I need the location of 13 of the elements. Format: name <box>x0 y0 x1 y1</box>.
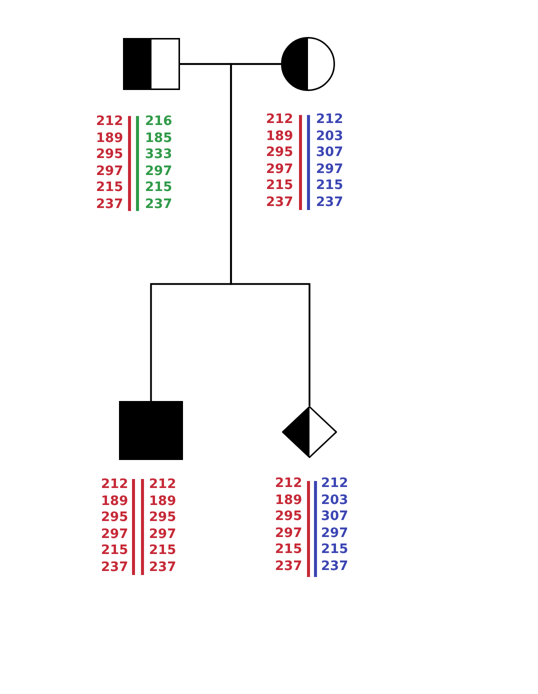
allele-column: 212 203 307 297 215 237 <box>316 112 344 211</box>
descent-line <box>230 63 310 406</box>
allele-column: 212 203 307 297 215 237 <box>321 476 348 575</box>
allele-column: 212 189 295 297 215 237 <box>101 477 128 576</box>
half-filled-square <box>123 38 180 90</box>
allele-column: 212 189 295 297 215 237 <box>149 477 176 576</box>
allele-column: 212 189 295 297 215 237 <box>275 476 302 575</box>
filled-square <box>119 401 183 460</box>
allele-column: 216 185 333 297 215 237 <box>145 114 172 213</box>
half-filled-diamond <box>282 406 337 458</box>
allele-column: 212 189 295 297 215 237 <box>96 114 124 213</box>
allele-column: 212 189 295 297 215 237 <box>266 112 294 211</box>
half-filled-circle <box>281 37 335 91</box>
